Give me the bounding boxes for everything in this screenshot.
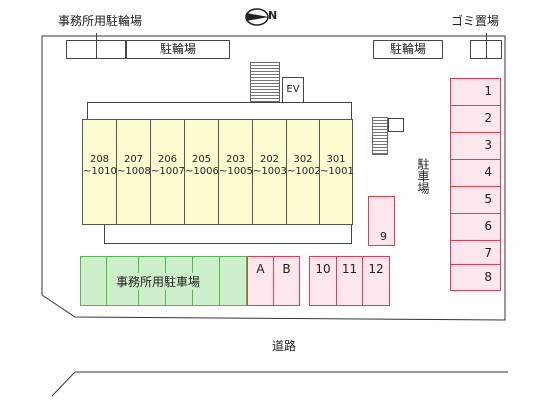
parking-space: 8	[450, 264, 501, 291]
unit-range: ~1010	[83, 166, 117, 177]
office-parking-label: 事務所用駐車場	[114, 273, 203, 290]
parking-space-12: 12	[362, 256, 390, 306]
unit: 202~1003	[252, 119, 287, 225]
parking-space: 5	[450, 186, 501, 214]
compass-north-letter: N	[268, 9, 278, 22]
unit-number: 302	[293, 154, 313, 165]
unit-range: ~1001	[320, 166, 354, 177]
parking-space-11: 11	[336, 256, 363, 306]
parking-space-a: A	[247, 256, 274, 306]
road-label: 道路	[272, 339, 297, 353]
parking-space: 1	[450, 78, 501, 106]
stairwell-right	[372, 117, 388, 155]
office-parking-space	[80, 256, 107, 306]
unit-range: ~1005	[219, 166, 253, 177]
unit-number: 202	[259, 154, 280, 165]
parking-space: 7	[450, 240, 501, 268]
unit-range: ~1008	[117, 166, 151, 177]
unit-range: ~1002	[287, 166, 321, 177]
parking-space: 6	[450, 213, 501, 241]
stair-landing	[388, 118, 404, 132]
unit: 302~1002	[286, 119, 321, 225]
parking-space: 4	[450, 159, 501, 187]
garbage-area-label: ゴミ置場	[451, 14, 500, 28]
parking-space: 3	[450, 132, 501, 160]
unit-number: 301	[326, 154, 346, 165]
garbage-area-box	[470, 33, 502, 59]
office-bicycle-parking-area	[66, 33, 126, 59]
office-bicycle-parking-label: 事務所用駐輪場	[58, 14, 143, 28]
road-corner-line	[51, 371, 76, 397]
elevator: EV	[282, 77, 304, 103]
parking-space-10: 10	[309, 256, 337, 306]
unit-number: 203	[225, 154, 246, 165]
bicycle-parking-left: 駐輪場	[126, 40, 230, 59]
unit: 205~1006	[184, 119, 219, 225]
building-base	[104, 224, 352, 244]
unit-number: 206	[157, 154, 178, 165]
unit: 208~1010	[82, 119, 117, 225]
parking-space-9: 9	[368, 196, 395, 246]
bicycle-parking-right: 駐輪場	[373, 40, 443, 59]
unit-range: ~1007	[151, 166, 185, 177]
unit: 206~1007	[150, 119, 185, 225]
unit: 301~1001	[319, 119, 354, 225]
unit-number: 207	[123, 154, 144, 165]
compass-icon	[245, 8, 269, 26]
parking-space-b: B	[273, 256, 300, 306]
unit-number: 205	[191, 154, 212, 165]
unit-range: ~1006	[185, 166, 219, 177]
unit-number: 208	[89, 154, 110, 165]
unit: 203~1005	[218, 119, 253, 225]
unit-range: ~1003	[253, 166, 287, 177]
parking-label: 駐車場	[416, 158, 430, 194]
stairwell-upper	[250, 62, 280, 102]
unit: 207~1008	[116, 119, 151, 225]
office-parking-space	[219, 256, 247, 306]
building-corridor	[87, 102, 352, 120]
parking-space: 2	[450, 105, 501, 133]
